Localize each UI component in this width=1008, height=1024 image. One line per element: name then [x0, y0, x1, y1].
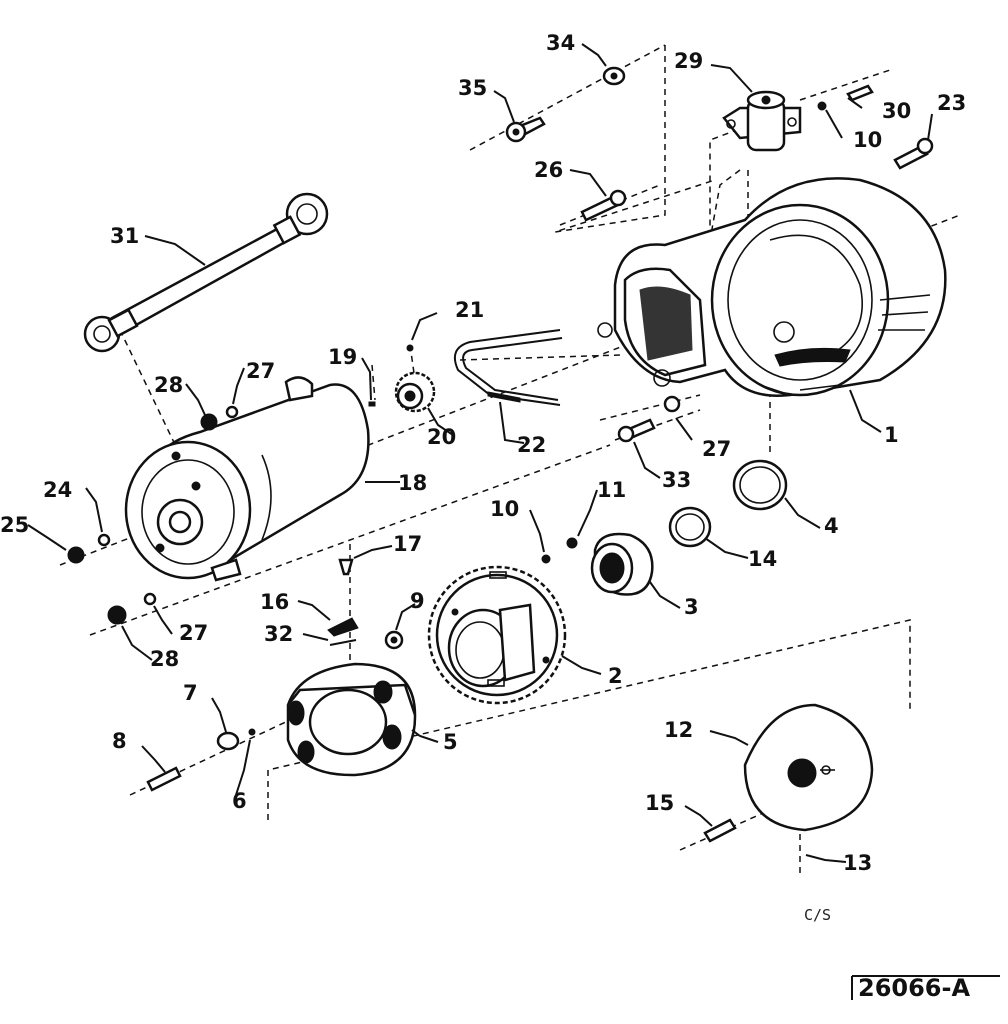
callout-3: 3: [684, 595, 699, 619]
callout-23: 23: [937, 91, 966, 115]
part-2-ring-gear: [427, 565, 567, 705]
cs-note: C/S: [804, 906, 831, 924]
callout-5: 5: [443, 730, 458, 754]
callout-13: 13: [843, 851, 872, 875]
callout-28-lower: 28: [150, 647, 179, 671]
callout-8: 8: [112, 729, 127, 753]
callout-16: 16: [260, 590, 289, 614]
callout-4: 4: [824, 514, 839, 538]
callout-14: 14: [748, 547, 777, 571]
callout-33: 33: [662, 468, 691, 492]
callout-27-upper: 27: [246, 359, 275, 383]
callout-20: 20: [427, 425, 456, 449]
part-31-rod: [83, 192, 329, 353]
callout-34: 34: [546, 31, 575, 55]
fasteners: [67, 66, 934, 843]
part-18-motor: [124, 376, 370, 582]
callout-17: 17: [393, 532, 422, 556]
callout-22: 22: [517, 433, 546, 457]
reference-box: 26066-A: [851, 974, 1000, 1002]
callout-18: 18: [398, 471, 427, 495]
callout-32: 32: [264, 622, 293, 646]
callout-24: 24: [43, 478, 72, 502]
callout-2: 2: [608, 664, 623, 688]
rings: [668, 459, 788, 548]
callout-31: 31: [110, 224, 139, 248]
callout-35: 35: [458, 76, 487, 100]
part-29-solenoid: [722, 90, 802, 152]
callout-6: 6: [232, 789, 247, 813]
callout-15: 15: [645, 791, 674, 815]
callout-26: 26: [534, 158, 563, 182]
callout-21: 21: [455, 298, 484, 322]
callout-10-top: 10: [853, 128, 882, 152]
callout-28-upper: 28: [154, 373, 183, 397]
part-3-bushing: [590, 532, 654, 596]
callout-25: 25: [0, 513, 29, 537]
callout-30: 30: [882, 99, 911, 123]
callout-19: 19: [328, 345, 357, 369]
callout-labels: 1 2 3 4 5 6 7 8 9 10 10 11 12 13 14 15 1…: [0, 31, 966, 875]
part-22-wire: [454, 329, 563, 406]
part-1-housing: [597, 177, 947, 397]
callout-29: 29: [674, 49, 703, 73]
part-12-disc: [743, 703, 874, 832]
callout-27-lower: 27: [179, 621, 208, 645]
callout-12: 12: [664, 718, 693, 742]
reference-number: 26066-A: [858, 974, 970, 1002]
callout-9: 9: [410, 589, 425, 613]
part-20-gear: [394, 371, 436, 413]
leader-lines: [27, 43, 933, 863]
part-5-clutch: [286, 662, 417, 777]
callout-7: 7: [183, 681, 198, 705]
callout-11: 11: [597, 478, 626, 502]
callout-27-right: 27: [702, 437, 731, 461]
callout-10-mid: 10: [490, 497, 519, 521]
callout-1: 1: [884, 423, 899, 447]
